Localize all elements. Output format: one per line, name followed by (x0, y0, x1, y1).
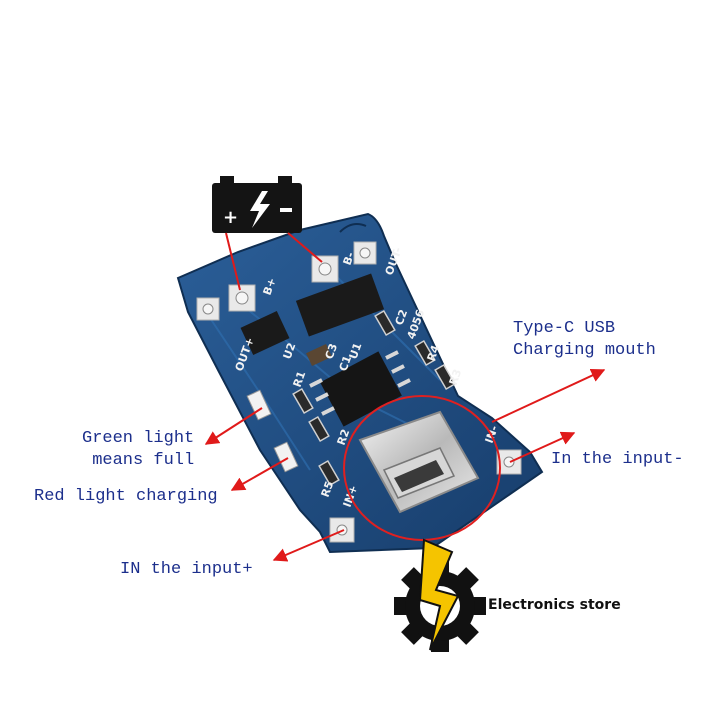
silk-u2: U2 (281, 341, 299, 361)
protection-chip (295, 273, 385, 337)
silk-b-minus: B- (341, 250, 358, 267)
smd-components (292, 309, 456, 487)
arrow-red-light (230, 457, 289, 491)
green-led (246, 389, 272, 421)
pad-out-minus (353, 241, 377, 265)
charger-ic-4056 (309, 350, 411, 427)
label-red-light: Red light charging (34, 487, 218, 506)
silk-r3: R3 (447, 367, 465, 387)
capacitor (306, 344, 332, 366)
pad-in-minus (496, 449, 522, 475)
label-type-c-usb: Type-C USB Charging mouth (513, 319, 656, 360)
label-in-minus: In the input- (551, 450, 684, 469)
silk-r2: R2 (335, 427, 353, 447)
callout-circle (343, 395, 501, 541)
silk-r5: R5 (319, 479, 337, 499)
arrow-in-minus (509, 431, 576, 463)
battery-wire-plus (225, 232, 241, 291)
battery-icon: + (212, 176, 302, 233)
gear-bolt-logo-icon (394, 538, 486, 652)
usb-type-c-connector (358, 410, 480, 514)
arrow-type-c (491, 368, 606, 423)
pad-b-plus (228, 284, 256, 312)
silk-b-plus: B+ (261, 276, 279, 297)
label-in-plus: IN the input+ (120, 560, 253, 579)
silk-r1: R1 (291, 369, 309, 389)
silk-u1: U1 (347, 341, 365, 361)
silk-c2: C2 (393, 308, 411, 327)
pad-b-minus (311, 255, 339, 283)
mosfet-chip (240, 310, 290, 356)
pad-in-plus (329, 517, 355, 543)
brand-name: Electronics store (488, 597, 621, 613)
label-green-light: Green light means full (82, 429, 195, 470)
silk-c1: C1 (337, 354, 355, 373)
silk-c3: C3 (323, 342, 341, 361)
svg-text:+: + (223, 207, 238, 228)
battery-wire-minus (287, 232, 323, 263)
arrow-green-light (204, 407, 263, 445)
arrow-in-plus (272, 529, 345, 562)
red-led (273, 441, 299, 473)
pad-out-plus (196, 297, 220, 321)
silk-r4: R4 (425, 343, 443, 363)
